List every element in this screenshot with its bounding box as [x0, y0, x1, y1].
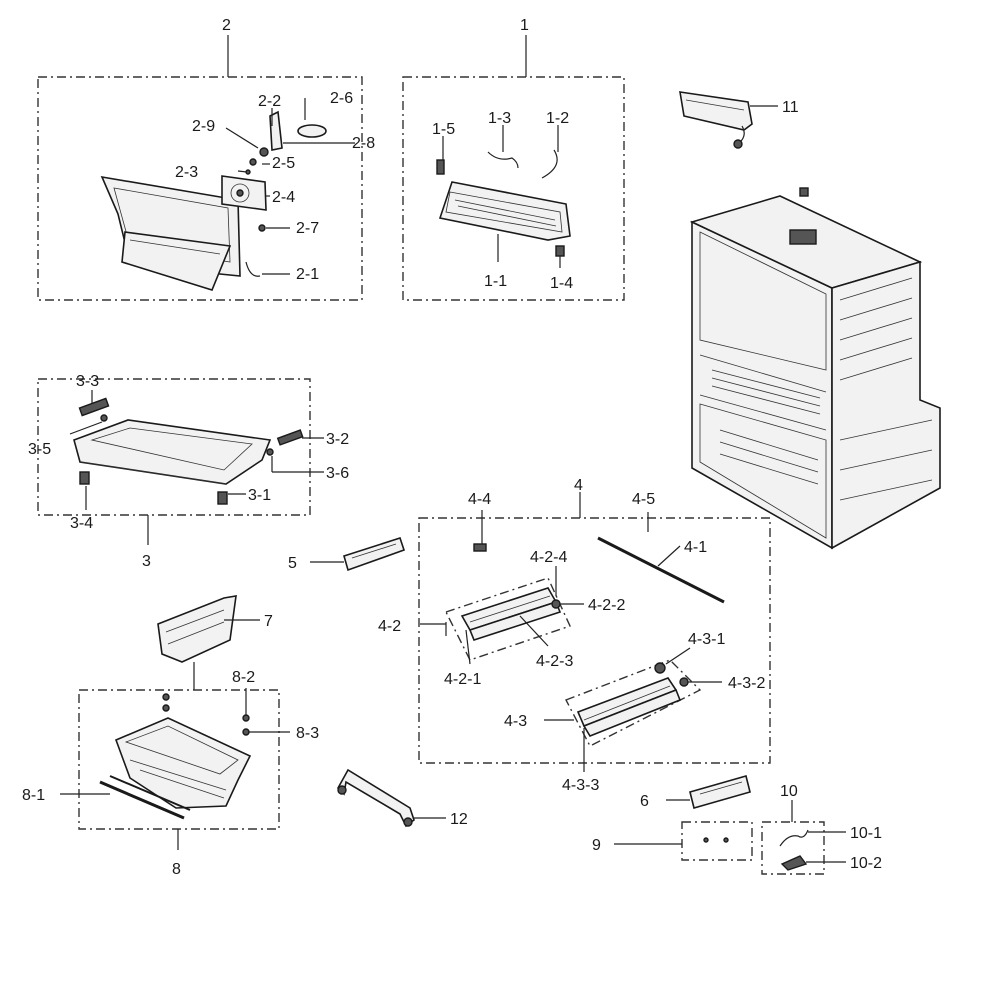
label-3-4: 3-4 [70, 515, 93, 532]
label-4-3-1: 4-3-1 [688, 631, 725, 648]
group-9: 9 [592, 821, 753, 861]
label-12: 12 [450, 811, 468, 828]
evaporator-cover-part[interactable] [100, 175, 241, 291]
label-2-6: 2-6 [330, 90, 353, 107]
label-3-5: 3-5 [28, 441, 51, 458]
label-3-2: 3-2 [326, 431, 349, 448]
subgroup-4-3-box [565, 659, 702, 747]
basket-rail-part[interactable] [99, 780, 185, 820]
label-2-7: 2-7 [296, 220, 319, 237]
label-10-2: 10-2 [850, 855, 882, 872]
rail-rod-part[interactable] [597, 536, 725, 604]
ice-maker-part-11[interactable] [679, 91, 753, 149]
group-2: 2 2 [37, 17, 375, 301]
label-4-2-3: 4-2-3 [536, 653, 573, 670]
screw-part[interactable] [723, 837, 729, 843]
label-10: 10 [780, 783, 798, 800]
group-10: 10 10-1 10-2 [761, 783, 882, 875]
group-4-box [418, 517, 771, 764]
ice-maker-housing-part[interactable] [438, 181, 571, 241]
label-2-5: 2-5 [272, 155, 295, 172]
label-1-3: 1-3 [488, 110, 511, 127]
label-2-3: 2-3 [175, 164, 198, 181]
group-3-label: 3 [142, 553, 151, 570]
group-1-label: 1 [520, 17, 529, 34]
label-4-5: 4-5 [632, 491, 655, 508]
divider-part-7[interactable] [157, 595, 237, 663]
group-9-box [681, 821, 753, 861]
label-4-2: 4-2 [378, 618, 401, 635]
slide-rail-left-part[interactable] [460, 587, 562, 641]
screw-part[interactable] [703, 837, 709, 843]
group-8-box [78, 689, 280, 830]
group-3-small-parts[interactable] [78, 397, 304, 505]
label-3-6: 3-6 [326, 465, 349, 482]
fan-assembly-part[interactable] [221, 175, 267, 211]
label-3-1: 3-1 [248, 487, 271, 504]
label-11: 11 [782, 99, 799, 116]
label-1-4: 1-4 [550, 275, 573, 292]
small-clip-part[interactable] [473, 543, 487, 552]
label-2-9: 2-9 [192, 118, 215, 135]
group-8-label: 8 [172, 861, 181, 878]
label-2-2: 2-2 [258, 93, 281, 110]
label-4-2-2: 4-2-2 [588, 597, 625, 614]
group-4: 4 4-4 4-5 4-1 4-2-4 4-2-2 4-2 4-2-3 4-2-… [378, 477, 771, 794]
label-5: 5 [288, 555, 297, 572]
wire-part[interactable] [779, 829, 809, 847]
label-4-4: 4-4 [468, 491, 491, 508]
label-4-2-4: 4-2-4 [530, 549, 567, 566]
label-7: 7 [264, 613, 273, 630]
label-3-3: 3-3 [76, 373, 99, 390]
group-3: 3 3-3 3-5 3-2 3-6 3-1 3-4 [28, 373, 349, 570]
label-2-8: 2-8 [352, 135, 375, 152]
group-2-small-parts[interactable] [245, 110, 327, 277]
refrigerator-cabinet [689, 187, 941, 550]
label-4-3: 4-3 [504, 713, 527, 730]
label-4-3-3: 4-3-3 [562, 777, 599, 794]
label-1-1: 1-1 [484, 273, 507, 290]
subgroup-4-2-box [445, 577, 571, 661]
basket-part[interactable] [114, 717, 252, 809]
group-2-box [37, 76, 363, 301]
label-4-3-2: 4-3-2 [728, 675, 765, 692]
group-1-box [402, 76, 625, 301]
group-1: 1 1-5 1-3 1-2 1-1 1-4 [402, 17, 625, 301]
label-8-2: 8-2 [232, 669, 255, 686]
group-4-label: 4 [574, 477, 583, 494]
label-10-1: 10-1 [850, 825, 882, 842]
handle-part-12[interactable] [337, 768, 415, 828]
label-2-1: 2-1 [296, 266, 319, 283]
label-4-2-1: 4-2-1 [444, 671, 481, 688]
group-2-label: 2 [222, 17, 231, 34]
label-2-4: 2-4 [272, 189, 295, 206]
connector-part[interactable] [780, 855, 808, 871]
group-3-box [37, 378, 311, 516]
label-9: 9 [592, 837, 601, 854]
cover-part-6[interactable] [689, 775, 751, 809]
group-8: 8 8-2 8-3 8-1 [22, 669, 319, 878]
label-8-3: 8-3 [296, 725, 319, 742]
label-1-5: 1-5 [432, 121, 455, 138]
label-8-1: 8-1 [22, 787, 45, 804]
label-1-2: 1-2 [546, 110, 569, 127]
label-4-1: 4-1 [684, 539, 707, 556]
bracket-part-5[interactable] [343, 536, 406, 572]
drawer-tray-part[interactable] [73, 419, 272, 485]
label-6: 6 [640, 793, 649, 810]
slide-rail-right-part[interactable] [576, 662, 689, 737]
